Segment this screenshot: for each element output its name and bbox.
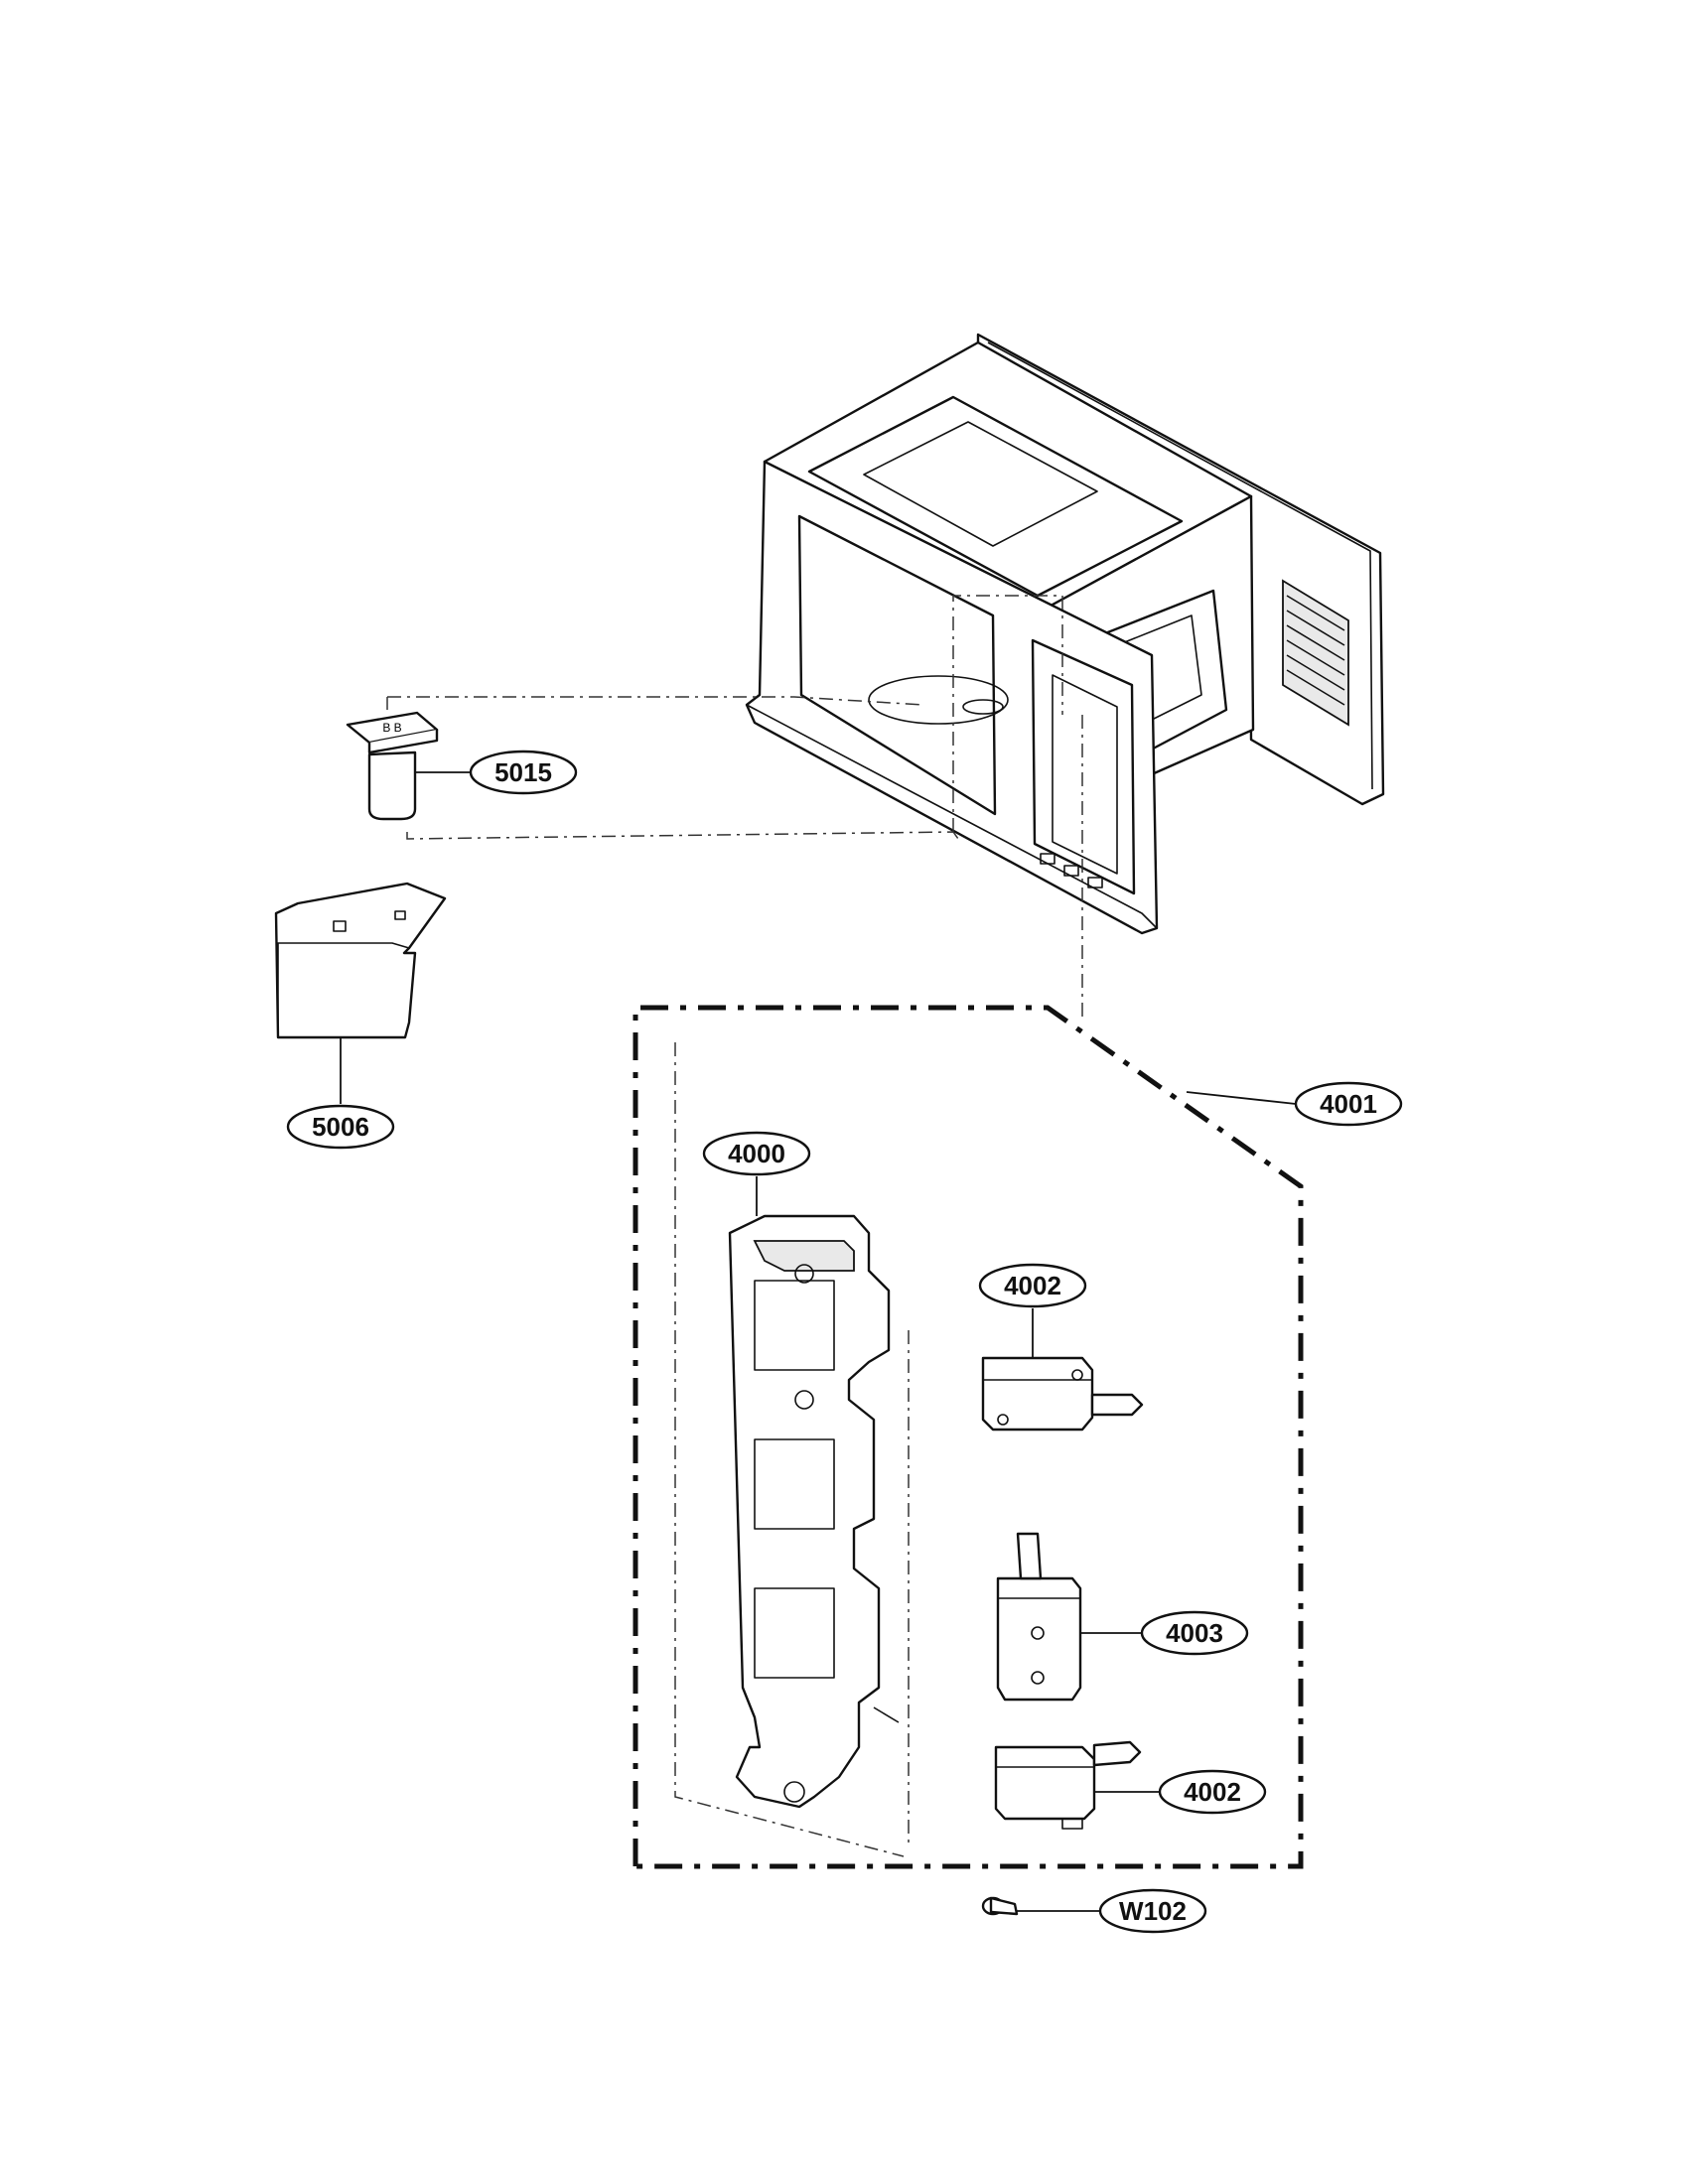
callout-5006-label: 5006	[312, 1112, 369, 1142]
callout-4003-label: 4003	[1166, 1618, 1223, 1648]
callout-W102-label: W102	[1119, 1896, 1187, 1926]
callout-4003: 4003	[1140, 1610, 1249, 1656]
callout-5006: 5006	[286, 1104, 395, 1150]
bracket-part-5006	[274, 882, 447, 1039]
callout-4002-bottom: 4002	[1158, 1769, 1267, 1815]
callout-5015-label: 5015	[494, 757, 552, 787]
callout-4001: 4001	[1294, 1081, 1403, 1127]
svg-text:B B: B B	[382, 721, 401, 735]
callout-4000: 4000	[702, 1131, 811, 1176]
leader-lines	[340, 771, 1297, 1912]
callout-4000-label: 4000	[728, 1139, 785, 1168]
assembly-guide-lines	[386, 595, 1083, 1857]
latch-board-part-4000	[728, 1214, 900, 1809]
switch-part-4002-bottom	[994, 1740, 1142, 1830]
switch-part-4003	[996, 1532, 1082, 1702]
callout-4002-top: 4002	[978, 1263, 1087, 1308]
callout-W102: W102	[1098, 1888, 1207, 1934]
switch-part-4002-top	[981, 1356, 1144, 1432]
microwave-cavity-assembly	[745, 333, 1385, 935]
callout-4002-bottom-label: 4002	[1184, 1777, 1241, 1807]
assembly-boundary-4001	[633, 1005, 1304, 1869]
callout-5015: 5015	[469, 750, 578, 795]
sensor-part-5015: B B	[346, 711, 439, 821]
screw-part-W102	[981, 1896, 1019, 1916]
callout-4001-label: 4001	[1320, 1089, 1377, 1119]
callout-4002-top-label: 4002	[1004, 1271, 1061, 1300]
